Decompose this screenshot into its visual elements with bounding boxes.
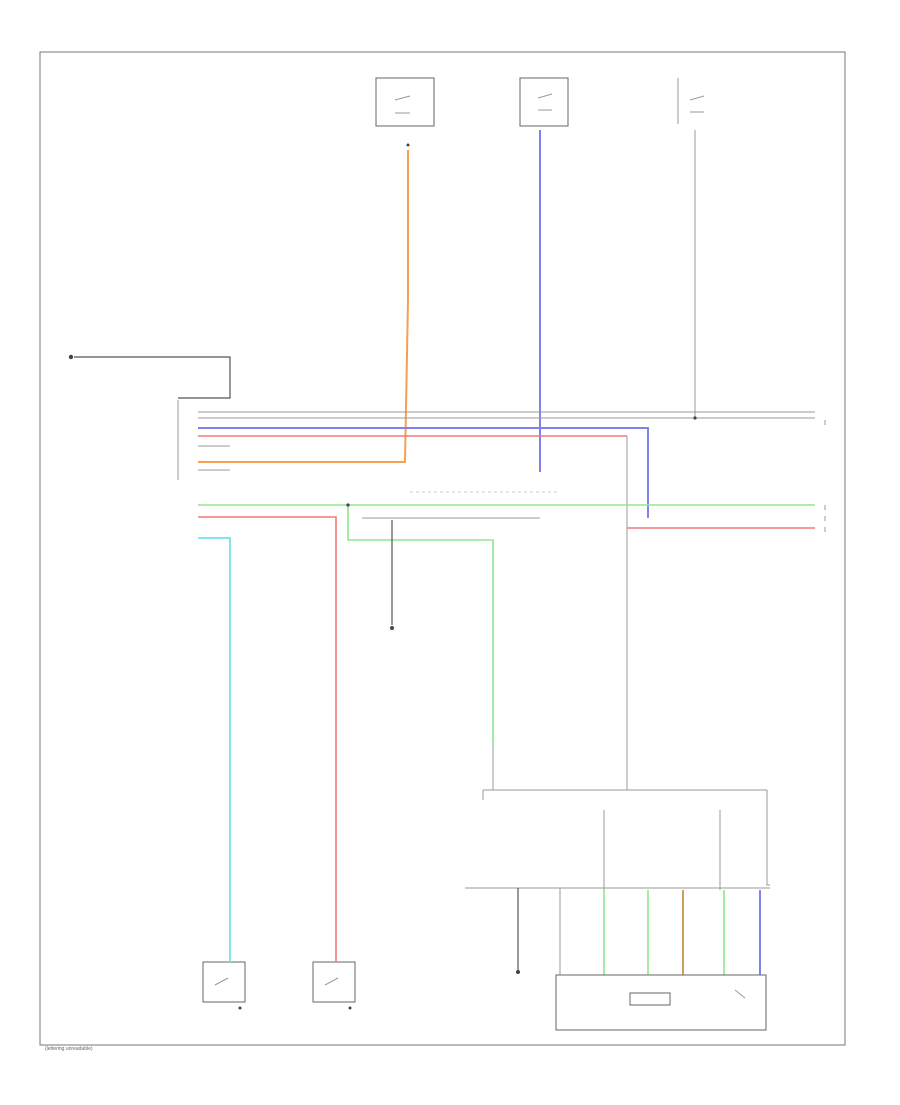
red-drop-wire: [198, 516, 337, 920]
orange-feed-wire: [198, 150, 409, 463]
ground-wire: [74, 356, 231, 399]
left-door-switch: [202, 920, 246, 1010]
fuse-block-2-box: [519, 77, 569, 127]
right-door-switch-contact: [324, 977, 339, 986]
right-door-switch-ground: [348, 1006, 352, 1010]
module-ground-terminal: [516, 970, 520, 974]
control-module-label-box: [629, 992, 671, 1006]
fuse-block-3: [677, 78, 705, 124]
left-header-connector: [68, 354, 231, 480]
gray-bus-junction: [693, 416, 697, 420]
right-door-switch: [312, 920, 356, 1010]
page-label: (lettering unreadable): [45, 1046, 93, 1052]
fuse-block-2: [519, 77, 569, 127]
control-module-switch: [734, 989, 746, 999]
blue-branch-wire: [198, 427, 649, 518]
diagram-frame: [39, 51, 846, 1046]
fuse-block-1: [375, 77, 435, 147]
left-door-switch-ground: [238, 1006, 242, 1010]
cyan-drop-wire: [198, 537, 231, 920]
green-bus-junction: [346, 503, 350, 507]
left-door-switch-box: [202, 961, 246, 1003]
fuse-block-3-fuse: [689, 95, 705, 101]
fuse-block-1-fuse: [394, 95, 411, 101]
fuse-block-1-terminal: [406, 143, 410, 147]
control-module: [555, 974, 767, 1031]
right-door-switch-box: [312, 961, 356, 1003]
control-module-box: [555, 974, 767, 1031]
ground-drop-terminal: [390, 626, 394, 630]
fuse-block-2-fuse: [537, 93, 553, 99]
green-drop-wire: [347, 505, 494, 745]
power-bus-right-drop: [766, 790, 770, 886]
ground-terminal: [68, 354, 74, 360]
left-door-switch-contact: [214, 977, 229, 986]
fuse-block-1-box: [375, 77, 435, 127]
